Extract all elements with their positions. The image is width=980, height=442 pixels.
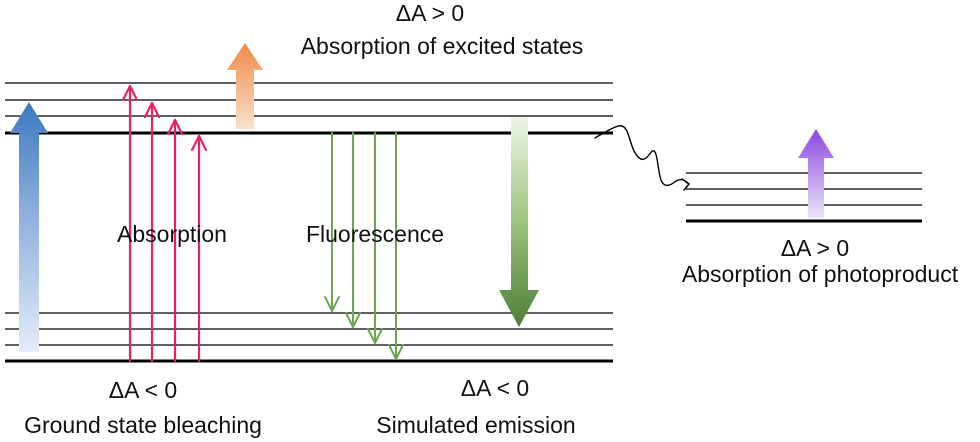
fluorescence-arrow-3	[367, 132, 383, 344]
absorption-arrow-4	[190, 134, 208, 363]
absorption-arrow-1	[121, 84, 139, 363]
fluorescence-label: Fluorescence	[306, 221, 444, 247]
fluorescence-arrow-2	[345, 132, 361, 328]
wavy-arrow-icon	[594, 125, 690, 191]
absorption-arrow-3	[166, 118, 184, 363]
left-delta-label: ΔA < 0	[109, 377, 177, 403]
fluorescence-arrow-1	[324, 132, 340, 312]
right-caption-label: Absorption of photoproduct	[682, 261, 959, 287]
top-delta-label: ΔA > 0	[396, 0, 464, 26]
ground-bleach-arrow	[10, 102, 48, 352]
right-delta-label: ΔA > 0	[781, 235, 849, 261]
left-caption-label: Ground state bleaching	[24, 412, 262, 438]
mid-caption-label: Simulated emission	[376, 412, 575, 438]
mid-delta-label: ΔA < 0	[461, 375, 529, 401]
photoproduct-absorption-arrow	[798, 129, 834, 218]
photoproduct-levels	[686, 172, 922, 223]
absorption-arrows	[121, 84, 208, 363]
absorption-label: Absorption	[117, 221, 227, 247]
fluorescence-arrow-4	[388, 132, 404, 360]
excited-absorption-arrow	[227, 43, 263, 129]
ground-state-levels	[5, 312, 613, 363]
top-caption-label: Absorption of excited states	[301, 33, 584, 59]
stimulated-emission-arrow	[499, 117, 539, 327]
fluorescence-arrows	[324, 132, 404, 360]
absorption-arrow-2	[143, 101, 161, 363]
